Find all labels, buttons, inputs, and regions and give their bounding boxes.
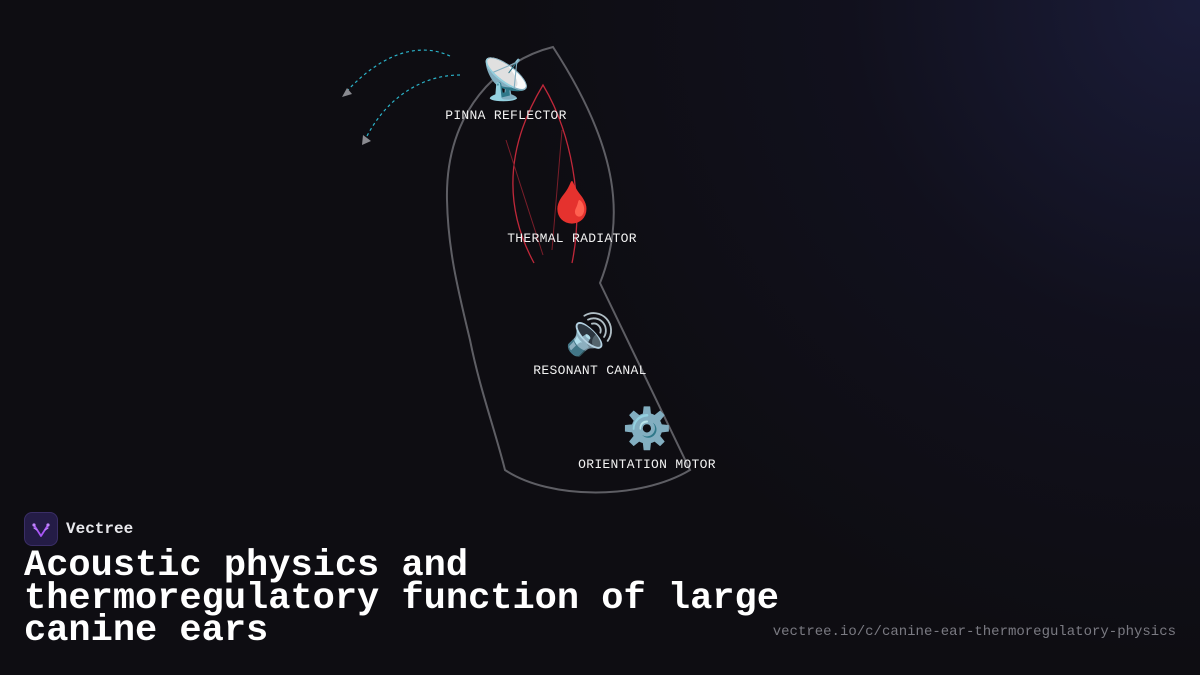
source-url[interactable]: vectree.io/c/canine-ear-thermoregulatory…	[772, 624, 1176, 640]
blood-vessel-branch-left	[505, 139, 544, 256]
satellite-dish-icon: 📡	[481, 57, 531, 103]
node-label: THERMAL RADIATOR	[507, 231, 637, 246]
node-label: PINNA REFLECTOR	[445, 108, 567, 123]
blood-vessel-main	[512, 83, 578, 264]
brand: Vectree	[24, 512, 133, 546]
speaker-icon: 🔊	[565, 312, 615, 358]
ear-outline	[445, 45, 692, 494]
node-label: RESONANT CANAL	[533, 363, 647, 378]
gear-icon: ⚙️	[622, 406, 672, 452]
arrow-head-upper	[342, 88, 352, 97]
node-label: ORIENTATION MOTOR	[578, 457, 716, 472]
node-orientation-motor: ⚙️ ORIENTATION MOTOR	[578, 405, 716, 472]
arrow-head-lower	[362, 135, 371, 145]
sound-wave-lower	[365, 74, 461, 139]
page-title: Acoustic physics and thermoregulatory fu…	[24, 545, 779, 652]
blood-drop-icon: 🩸	[547, 180, 597, 226]
node-pinna-reflector: 📡 PINNA REFLECTOR	[445, 56, 567, 123]
brand-name: Vectree	[66, 520, 134, 538]
blood-vessel-branch-right	[551, 129, 563, 251]
node-thermal-radiator: 🩸 THERMAL RADIATOR	[507, 179, 637, 246]
vectree-logo-icon	[24, 512, 58, 546]
node-resonant-canal: 🔊 RESONANT CANAL	[533, 311, 646, 378]
sound-wave-upper	[347, 49, 451, 91]
